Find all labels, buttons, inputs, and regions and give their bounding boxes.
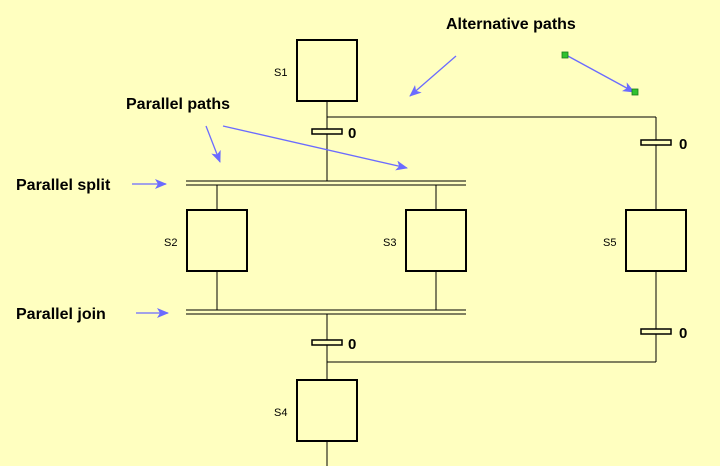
selection-handle-end[interactable] (631, 88, 639, 96)
transition-alt-bottom[interactable]: 0 (640, 325, 687, 342)
transition-t1[interactable]: 0 (311, 125, 356, 142)
arrow-parallel-paths-right-icon (222, 125, 408, 171)
connection-lines (216, 101, 657, 466)
annotation-parallel-paths: Parallel paths (126, 96, 230, 113)
selection-handle-start[interactable] (561, 51, 569, 59)
annotation-parallel-join: Parallel join (16, 306, 106, 323)
step-s5-label: S5 (603, 237, 616, 249)
annotation-parallel-split: Parallel split (16, 177, 111, 194)
step-s4[interactable]: S4 (274, 379, 358, 442)
step-s3[interactable]: S3 (383, 209, 467, 272)
transition-join[interactable]: 0 (311, 336, 356, 353)
annotation-alternative-paths: Alternative paths (446, 16, 576, 33)
step-s4-label: S4 (274, 407, 287, 419)
parallel-join-bar[interactable] (186, 309, 466, 315)
step-s1-label: S1 (274, 67, 287, 79)
transition-t1-condition: 0 (348, 125, 356, 142)
transition-alt-top-condition: 0 (679, 136, 687, 153)
annotation-arrows (132, 54, 635, 318)
step-s3-label: S3 (383, 237, 396, 249)
transition-alt-bottom-condition: 0 (679, 325, 687, 342)
arrow-alternative-paths-handle-icon (565, 54, 635, 93)
parallel-split-bar[interactable] (186, 180, 466, 186)
step-s2[interactable]: S2 (164, 209, 248, 272)
step-s2-label: S2 (164, 237, 177, 249)
step-s5[interactable]: S5 (603, 209, 687, 272)
transition-alt-top[interactable]: 0 (640, 136, 687, 153)
arrow-parallel-paths-left-icon (205, 125, 221, 163)
transition-join-condition: 0 (348, 336, 356, 353)
arrow-alternative-paths-icon (409, 55, 457, 97)
step-s1[interactable]: S1 (274, 39, 358, 102)
